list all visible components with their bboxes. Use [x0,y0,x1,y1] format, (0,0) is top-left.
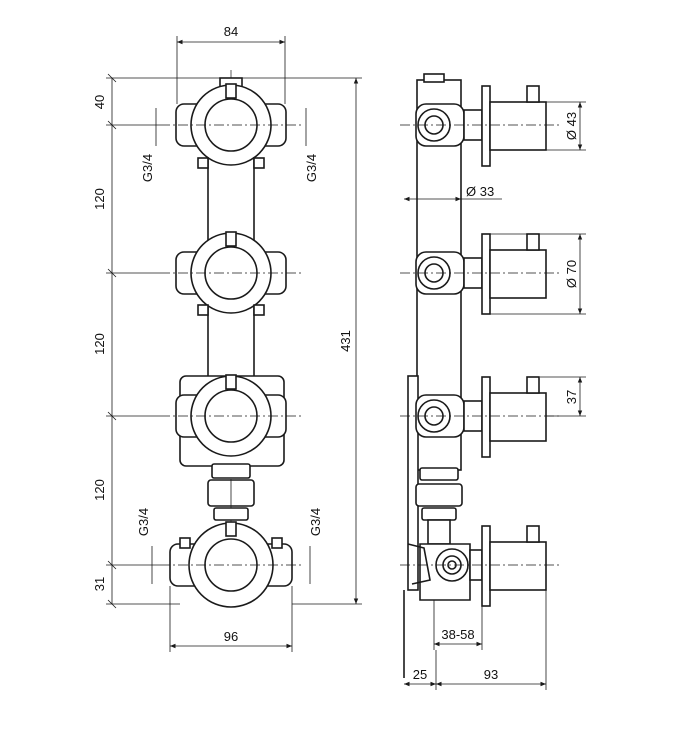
dim-spacing-3: 120 [92,479,107,501]
side-module-3 [400,376,560,458]
thread-top-right: G3/4 [304,154,319,182]
dim-spacing-1: 120 [92,188,107,210]
front-view: 84 96 40 120 120 120 31 431 G3/4 G3/4 G3 [92,24,362,652]
dim-knob-length: 37 [564,390,579,404]
dim-offset-top: 40 [92,95,107,109]
side-module-4 [400,525,560,607]
dim-plate-diameter: Ø 70 [564,260,579,288]
side-connector [415,467,463,545]
dim-bottom-width: 96 [224,629,238,644]
dim-depth-range: 38-58 [441,627,474,642]
valve-module-1 [175,83,287,169]
dim-projection: 93 [484,667,498,682]
dim-wall-offset: 25 [413,667,427,682]
dim-top-width: 84 [224,24,238,39]
valve-module-4 [169,521,293,608]
dim-spacing-2: 120 [92,333,107,355]
dim-pipe-diameter: Ø 33 [466,184,494,199]
dim-knob-diameter: Ø 43 [564,112,579,140]
valve-module-3 [175,374,287,457]
side-view: Ø 43 Ø 70 37 Ø 33 38-58 25 93 [400,73,586,690]
thread-top-left: G3/4 [140,154,155,182]
dim-total-height: 431 [338,330,353,352]
valve-module-2 [175,231,287,316]
side-wall-plate [407,375,419,591]
front-connector [207,463,255,521]
thread-bottom-left: G3/4 [136,508,151,536]
thread-bottom-right: G3/4 [308,508,323,536]
dim-offset-bottom: 31 [92,577,107,591]
side-module-2 [400,233,560,315]
side-module-1 [400,85,560,167]
